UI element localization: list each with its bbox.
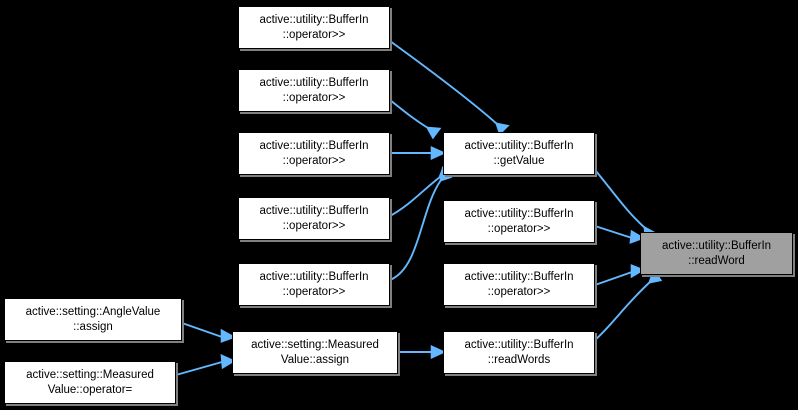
graph-node-gv[interactable]: active::utility::BufferIn ::getValue xyxy=(443,132,595,175)
edge-op4-to-gv xyxy=(389,176,441,217)
graph-node-op7[interactable]: active::utility::BufferIn ::operator>> xyxy=(443,263,595,306)
graph-node-label: active::utility::BufferIn ::operator>> xyxy=(464,270,574,298)
graph-node-mvas[interactable]: active::setting::Measured Value::assign xyxy=(232,331,398,374)
graph-node-op5[interactable]: active::utility::BufferIn ::operator>> xyxy=(238,263,390,306)
edge-avas-to-mvas xyxy=(181,322,223,338)
graph-node-label: active::utility::BufferIn ::operator>> xyxy=(259,139,369,167)
edge-op1-to-gv xyxy=(389,40,498,125)
edge-gv-to-rw xyxy=(594,169,646,229)
graph-node-label: active::setting::Measured Value::operato… xyxy=(26,368,154,396)
edge-rws-to-rw xyxy=(594,281,651,341)
graph-node-op1[interactable]: active::utility::BufferIn ::operator>> xyxy=(238,6,390,49)
arrowhead-op6-to-rw xyxy=(629,229,646,244)
graph-node-label: active::setting::Measured Value::assign xyxy=(251,338,379,366)
arrowhead-op2-to-gv xyxy=(425,126,442,140)
edge-op2-to-gv xyxy=(389,99,429,129)
graph-node-avas[interactable]: active::setting::AngleValue ::assign xyxy=(4,298,182,341)
edge-op6-to-rw xyxy=(594,225,633,239)
graph-node-op4[interactable]: active::utility::BufferIn ::operator>> xyxy=(238,197,390,240)
graph-node-label: active::utility::BufferIn ::getValue xyxy=(464,139,574,167)
graph-node-mvop[interactable]: active::setting::Measured Value::operato… xyxy=(4,361,176,404)
graph-node-label: active::utility::BufferIn ::readWords xyxy=(464,338,574,366)
graph-node-label: active::setting::AngleValue ::assign xyxy=(25,305,161,333)
edge-op5-to-gv xyxy=(389,179,442,281)
graph-node-op2[interactable]: active::utility::BufferIn ::operator>> xyxy=(238,69,390,112)
arrowhead-op1-to-gv xyxy=(495,122,510,136)
graph-node-label: active::utility::BufferIn ::operator>> xyxy=(259,204,369,232)
graph-node-label: active::utility::BufferIn ::operator>> xyxy=(259,13,369,41)
arrowhead-op7-to-rw xyxy=(630,264,645,279)
arrowhead-avas-to-mvas xyxy=(220,328,237,343)
graph-node-label: active::utility::BufferIn ::operator>> xyxy=(259,270,369,298)
arrowhead-mvas-to-rws xyxy=(430,344,447,360)
arrowhead-mvop-to-mvas xyxy=(220,353,236,370)
arrowhead-rws-to-rw xyxy=(647,268,663,284)
graph-node-op3[interactable]: active::utility::BufferIn ::operator>> xyxy=(238,132,390,175)
graph-node-op6[interactable]: active::utility::BufferIn ::operator>> xyxy=(443,200,595,243)
graph-node-label: active::utility::BufferIn ::operator>> xyxy=(259,76,369,104)
graph-node-rws[interactable]: active::utility::BufferIn ::readWords xyxy=(443,331,595,374)
graph-node-rw[interactable]: active::utility::BufferIn ::readWord xyxy=(640,232,793,275)
graph-node-label: active::utility::BufferIn ::readWord xyxy=(661,239,772,267)
edge-mvop-to-mvas xyxy=(175,361,223,376)
graph-node-label: active::utility::BufferIn ::operator>> xyxy=(464,207,574,235)
edge-op7-to-rw xyxy=(594,271,633,286)
arrowhead-op3-to-gv xyxy=(430,145,447,161)
